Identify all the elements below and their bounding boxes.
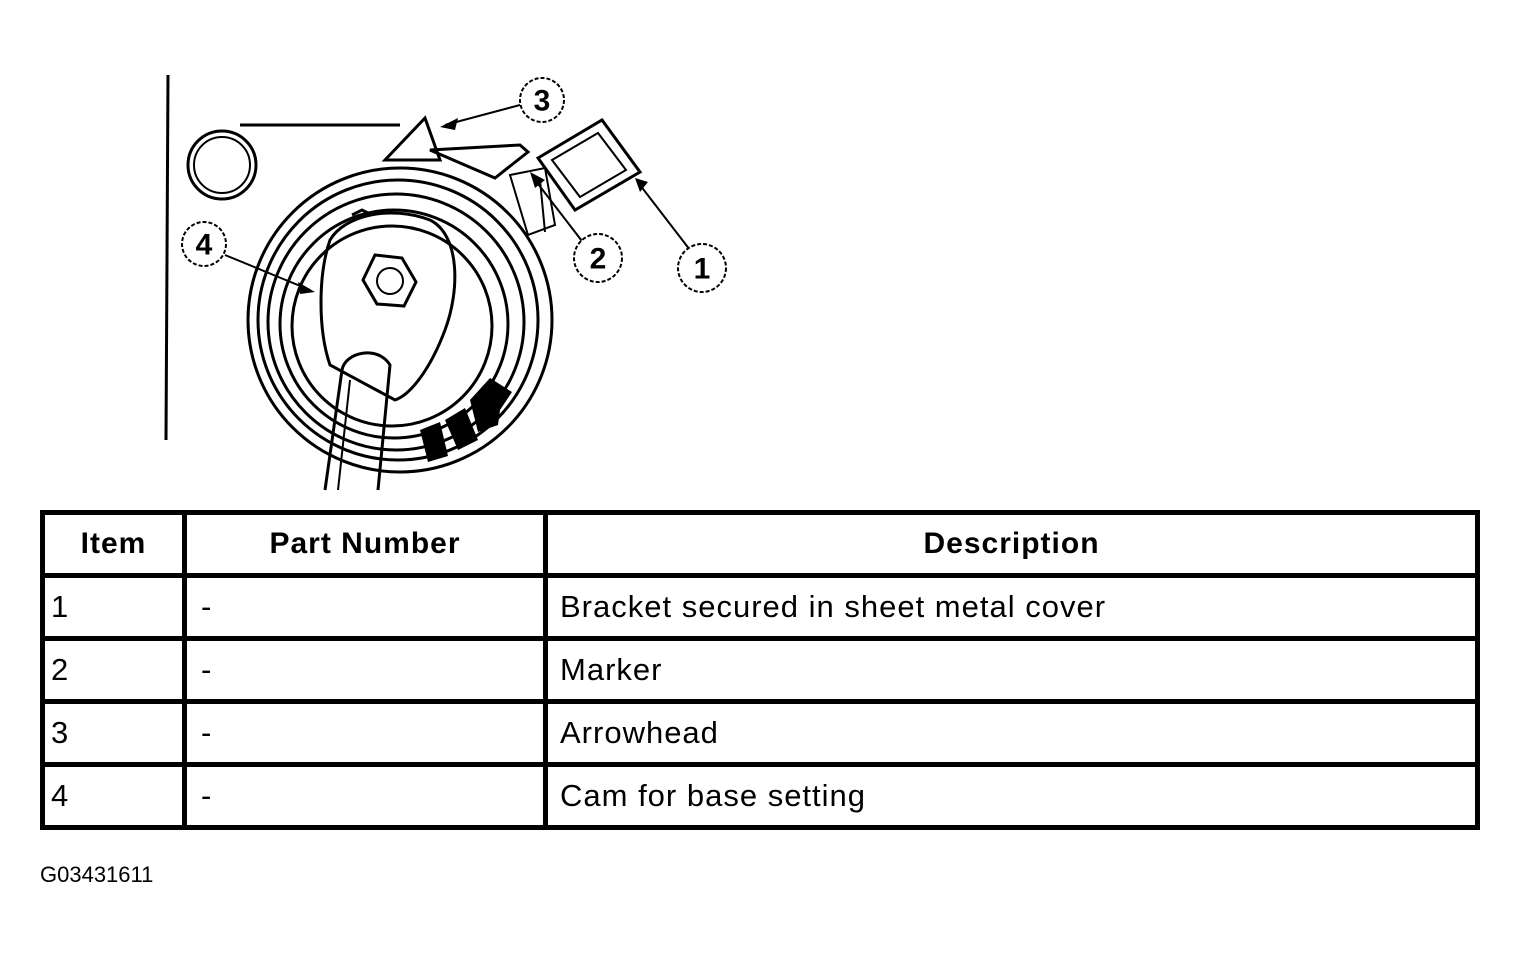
callout-circle-4 xyxy=(181,221,227,267)
callout-circle-2 xyxy=(573,233,623,283)
leader-3 xyxy=(444,104,521,126)
cam-notch xyxy=(351,208,373,217)
callout-circle-1 xyxy=(677,243,727,293)
leader-4 xyxy=(224,254,311,291)
header-part-number: Part Number xyxy=(187,515,548,578)
cell-description: Arrowhead xyxy=(548,704,1475,767)
bracket xyxy=(535,118,643,212)
cell-part-number: - xyxy=(187,578,548,641)
ring-2 xyxy=(256,178,540,462)
header-description: Description xyxy=(548,515,1475,578)
table-header-row: Item Part Number Description xyxy=(45,515,1475,578)
table-row: 3 - Arrowhead xyxy=(45,704,1475,767)
marker-block xyxy=(508,166,557,237)
callout-2: 2 xyxy=(590,243,607,276)
arrowhead-marker xyxy=(381,115,443,162)
hex-bolt xyxy=(361,253,418,308)
ring-3 xyxy=(266,192,526,452)
plug-circle xyxy=(186,129,258,201)
cell-item: 3 xyxy=(45,704,187,767)
outer-ring xyxy=(246,166,554,474)
callout-1: 1 xyxy=(694,253,711,286)
cell-item: 2 xyxy=(45,641,187,704)
figure-id: G03431611 xyxy=(40,862,154,887)
table-row: 2 - Marker xyxy=(45,641,1475,704)
leader-2 xyxy=(534,179,586,246)
cell-description: Cam for base setting xyxy=(560,778,867,813)
leader-1 xyxy=(639,184,691,251)
bracket-inner xyxy=(550,131,628,199)
cell-part-number: - xyxy=(187,641,548,704)
parts-legend-table: Item Part Number Description 1 - Bracket… xyxy=(40,510,1480,830)
table-row: 4 - Cam for base setting xyxy=(45,767,1475,825)
housing-edge-line xyxy=(164,74,170,441)
cell-part-number: - xyxy=(187,767,548,825)
hex-bolt-center xyxy=(376,267,404,295)
cell-description: Marker xyxy=(548,641,1475,704)
cam-adjustment-illustration: 3 4 2 1 xyxy=(164,74,727,491)
cell-part-number: - xyxy=(187,704,548,767)
callout-3: 3 xyxy=(534,85,551,118)
ring-4 xyxy=(278,208,510,440)
adjustment-tool xyxy=(323,351,392,491)
cam-lobe-outline xyxy=(319,211,457,402)
cell-description: Bracket secured in sheet metal cover xyxy=(548,578,1475,641)
callout-4: 4 xyxy=(196,229,213,262)
header-item: Item xyxy=(45,515,187,578)
cell-item: 1 xyxy=(45,578,187,641)
cell-item: 4 xyxy=(45,767,187,825)
table-row: 1 - Bracket secured in sheet metal cover xyxy=(45,578,1475,641)
tool-highlight xyxy=(337,379,351,491)
rotation-arrows xyxy=(420,378,512,462)
arrowhead-pointer xyxy=(429,143,531,180)
plug-circle-inner xyxy=(193,136,251,194)
callout-circle-3 xyxy=(519,77,565,123)
ring-5 xyxy=(290,224,494,428)
